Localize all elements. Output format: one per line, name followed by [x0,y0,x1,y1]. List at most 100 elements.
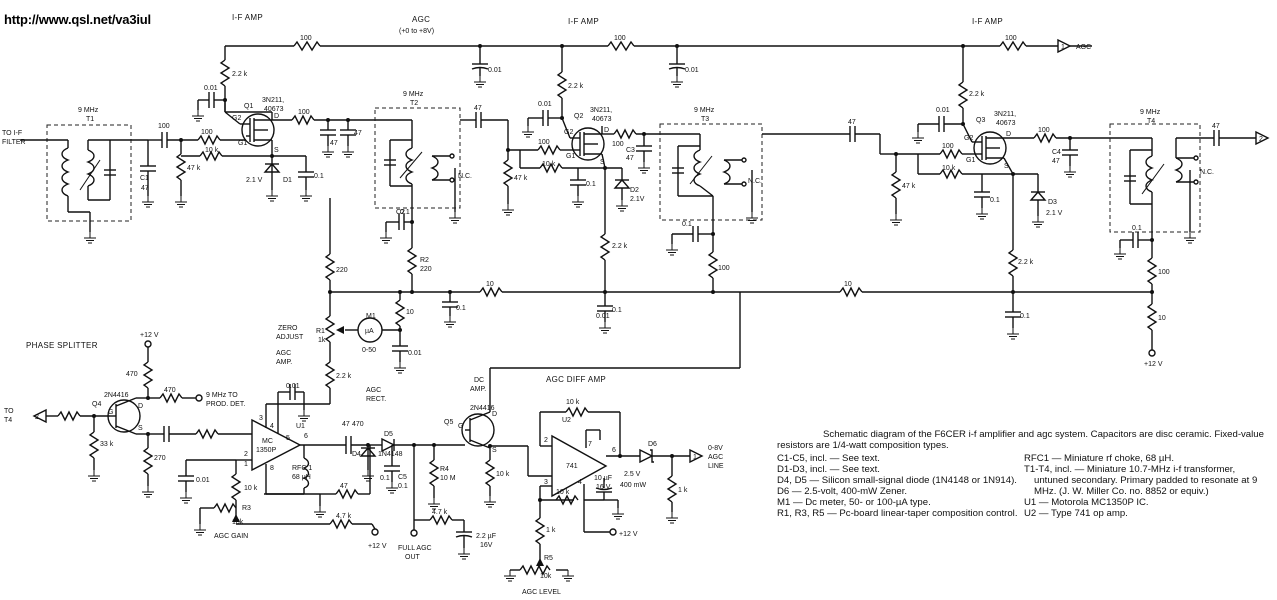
label-zero-1: ZERO [278,325,298,332]
t4-transformer [1109,123,1270,357]
value-r-100-a: 100 [300,35,312,42]
u1-pin-6: 6 [304,433,308,440]
caption-note: RFC1 — Miniature rf choke, 68 µH. [1024,453,1175,464]
label-full-agc-2: OUT [405,554,421,561]
value-r-10k-e: 10 k [566,399,580,406]
label-prod-det-2: PROD. DET. [206,401,245,408]
label-agc-bus: AGC [412,15,430,24]
label-u2: U2 [562,417,571,424]
label-agc-line-2: AGC [708,454,723,461]
value-c-10uf-2: 16 V [596,484,611,491]
schematic-labels: I-F AMP AGC (+0 to +8V) I-F AMP I-F AMP … [2,13,1263,596]
label-d2-v: 2.1V [630,196,645,203]
u1-pin-5: 5 [286,435,290,442]
source-url: http://www.qsl.net/va3iul [4,12,151,27]
value-c-0-01-a: 0.01 [488,67,502,74]
label-t3-freq: 9 MHz [694,107,715,114]
label-r4-v: 10 M [440,475,456,482]
label-d5: D5 [384,431,393,438]
u2-pin-7: 7 [588,441,592,448]
label-agc-diff-amp: AGC DIFF AMP [546,375,606,384]
caption-note: M1 — Dc meter, 50- or 100-µA type. [777,497,931,508]
label-d3: D3 [1048,199,1057,206]
value-c-0-01-h: 0.01 [196,477,210,484]
value-r-10k-b: 10 k [542,161,556,168]
label-if-amp-1: I-F AMP [232,13,263,22]
value-r-470-b: 470 [164,387,176,394]
label-r1-v: 1k [318,337,326,344]
q5-pin-g: G [458,423,463,430]
label-r2: R2 [420,257,429,264]
value-r-4-7k-b: 4.7 k [432,509,448,516]
value-r-220: 220 [336,267,348,274]
label-t3: T3 [701,116,709,123]
label-agc-range: (+0 to +8V) [399,28,434,35]
caption-note: U2 — Type 741 op amp. [1024,508,1128,519]
label-c4: C4 [1052,149,1061,156]
label-plus12-a: +12 V [140,332,159,339]
value-c-47-a: 47 [354,130,362,137]
value-r-100-c: 100 [1005,35,1017,42]
value-r-10k-d: 10 k [244,485,258,492]
q5-dc-amp [461,292,741,508]
value-c-0-1-i: 0.1 [400,209,410,216]
caption-note: R1, R3, R5 — Pc-board linear-taper compo… [777,508,1018,519]
stage-2-if-amp [460,46,700,334]
value-r-2-2k-e: 2.2 k [1018,259,1034,266]
label-nc1: N.C. [458,173,472,180]
u2-pin-2: 2 [544,437,548,444]
t3-transformer [659,123,763,292]
u1-pin-8: 8 [270,465,274,472]
label-full-agc-1: FULL AGC [398,545,432,552]
caption-notes: C1-C5, incl. — See text. D1-D3, incl. — … [777,453,1272,519]
value-r-100-h: 100 [612,141,624,148]
value-c-2-2uf-1: 2.2 µF [476,533,496,540]
label-agc-amp-1: AGC [276,350,291,357]
label-t2-freq: 9 MHz [403,91,424,98]
value-r-100-e: 100 [201,129,213,136]
value-r-47k-a: 47 k [187,165,201,172]
u2-pin-3: 3 [544,479,548,486]
label-t4: T4 [1147,118,1155,125]
label-q4: Q4 [92,401,101,408]
q1-pin-g2: G2 [232,115,241,122]
label-agc-rect-1: AGC [366,387,381,394]
value-r-270: 270 [154,455,166,462]
value-r-2-2k-b: 2.2 k [568,83,584,90]
label-q2-type-1: 3N211, [590,107,612,114]
caption-note: C1-C5, incl. — See text. [777,453,880,464]
label-phase-splitter: PHASE SPLITTER [26,341,98,350]
u2-pin-6: 6 [612,447,616,454]
label-to-t4-1: TO [4,408,14,415]
label-d1: D1 [283,177,292,184]
value-c-0-1-a: 0.1 [314,173,324,180]
q2-pin-d: D [604,127,609,134]
q5-pin-d: D [492,411,497,418]
label-c5-v: 0.1 [398,483,408,490]
value-c-47-c: 47 [474,105,482,112]
label-dc-amp-1: DC [474,377,484,384]
label-q2: Q2 [574,113,583,120]
value-c-10uf-1: 10 µF [594,475,612,482]
label-r2-v: 220 [420,266,432,273]
value-c-47-e: 47 [1212,123,1220,130]
value-c-0-1-j: 0.1 [380,475,390,482]
value-r-2-2k-c: 2.2 k [969,91,985,98]
q4-pin-s: S [138,425,143,432]
q1-pin-g1: G1 [238,140,247,147]
label-agc-level: AGC LEVEL [522,589,561,596]
value-r-10k-g: 10 k [496,471,510,478]
label-d5-type: 1N4148 [378,451,403,458]
q3-pin-d: D [1006,131,1011,138]
value-c-0-1-d: 0.1 [456,305,466,312]
agc-rectifier [345,436,473,560]
label-q5-type: 2N4416 [470,405,495,412]
value-r-100-k: 100 [718,265,730,272]
label-rfc1: RFC 1 [292,465,312,472]
label-to-t4-2: T4 [4,417,12,424]
label-c5: C5 [398,474,407,481]
q3-pin-g2: G2 [964,135,973,142]
label-agc-line-1: 0-8V [708,445,723,452]
label-t2: T2 [410,100,418,107]
